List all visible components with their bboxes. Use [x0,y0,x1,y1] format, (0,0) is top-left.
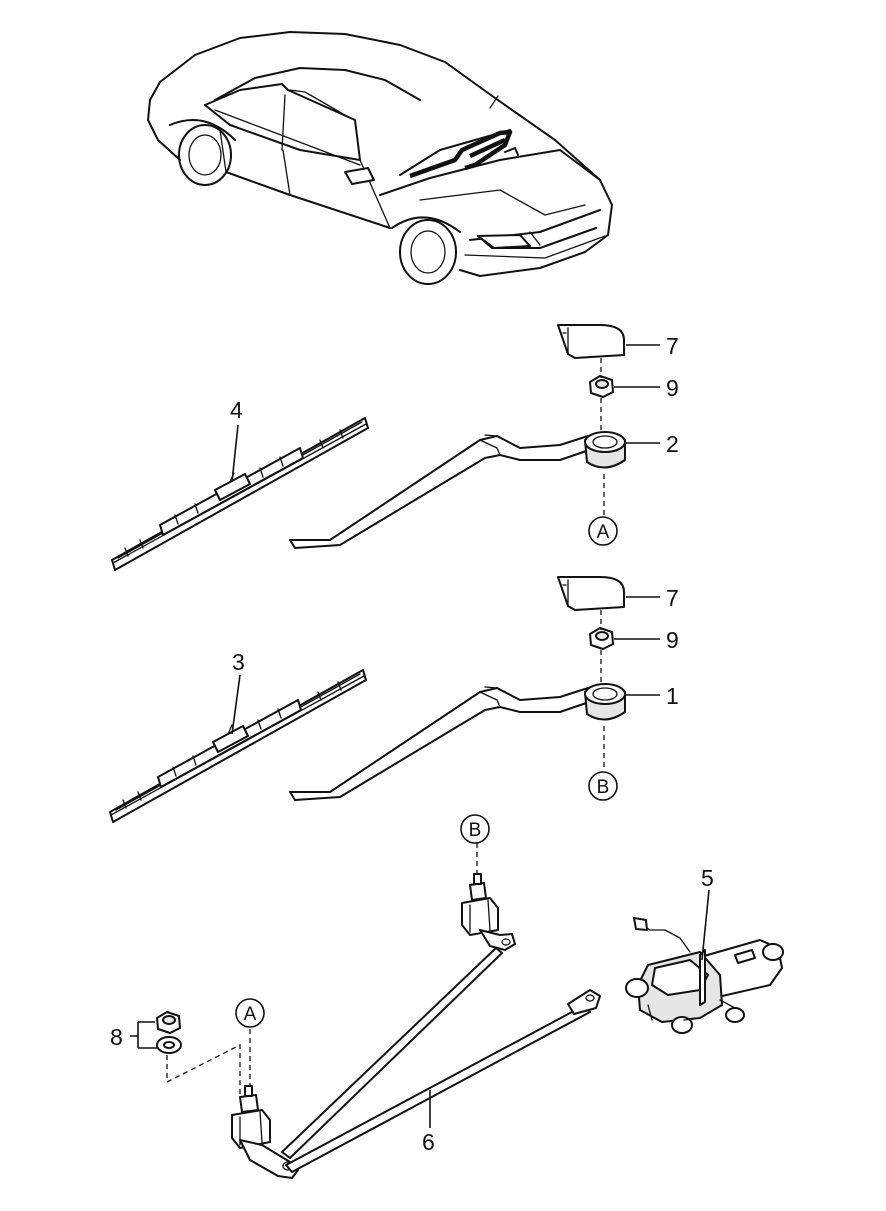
callout-2: 2 [666,431,679,457]
wiper-arm-passenger [289,431,626,549]
ref-label-a-lower: A [244,1004,257,1025]
callout-5: 5 [701,865,714,891]
wiper-blade-passenger [111,417,369,571]
nut-lower [589,627,614,650]
leader-lines [130,344,710,1128]
nut-and-washer [156,1011,182,1054]
callout-9-upper: 9 [666,375,679,401]
nut-upper [589,375,614,398]
wiper-linkage [231,873,601,1179]
assembly-centerlines [600,358,605,770]
part-callouts: 7 9 2 4 7 9 1 3 5 8 6 [110,333,714,1155]
car-illustration [147,31,613,285]
callout-7-upper: 7 [666,333,679,359]
arm-cap-upper [557,324,625,359]
arm-cap-lower [557,576,625,611]
wiper-blade-driver [109,669,367,823]
linkage-centerlines [166,843,478,1098]
callout-6: 6 [422,1129,435,1155]
ref-circle-a-upper [588,516,618,546]
callout-7-lower: 7 [666,585,679,611]
ref-circle-b-lower [460,814,490,844]
ref-circle-a-lower [235,998,265,1028]
ref-label-b-upper: B [597,777,610,798]
wiper-motor [625,917,784,1034]
callout-4: 4 [230,397,243,423]
callout-9-lower: 9 [666,627,679,653]
ref-label-a-upper: A [597,522,610,543]
wiper-arm-driver [289,683,626,801]
callout-3: 3 [232,649,245,675]
callout-1: 1 [666,683,679,709]
ref-label-b-lower: B [469,820,482,841]
ref-circle-b-upper [588,771,618,801]
callout-8: 8 [110,1024,123,1050]
reference-markers: A B B A [235,516,618,1028]
